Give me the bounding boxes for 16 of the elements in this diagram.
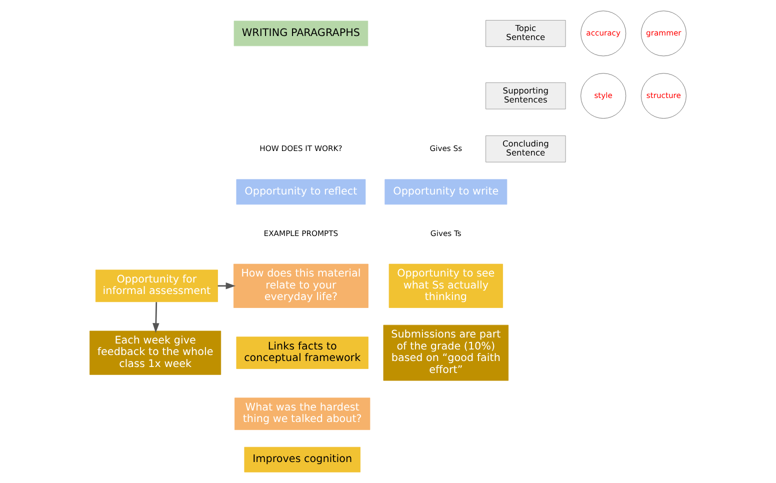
node-box: Opportunity to reflect xyxy=(236,179,366,205)
node-box: Opportunity to write xyxy=(384,179,508,205)
node-box: Topic Sentence xyxy=(486,20,566,47)
arrow xyxy=(218,282,236,290)
node-box: Links facts to conceptual framework xyxy=(236,336,368,369)
node-box: What was the hardest thing we talked about? xyxy=(234,398,370,430)
node-box: Supporting Sentences xyxy=(486,82,566,110)
arrow xyxy=(152,302,160,333)
node-box: WRITING PARAGRAPHS xyxy=(234,20,368,46)
node-box: How does this material relate to your everyday life? xyxy=(233,264,368,308)
node-box: Opportunity to see what Ss actually thinking xyxy=(388,264,503,308)
node-box: Improves cognition xyxy=(244,446,360,472)
node-box: Submissions are part of the grade (10%) based on “good faith effort” xyxy=(383,324,509,381)
node-box: Opportunity for informal assessment xyxy=(95,270,218,302)
node-box: Concluding Sentence xyxy=(486,136,566,162)
node-box: Each week give feedback to the whole class 1x week xyxy=(90,330,222,375)
